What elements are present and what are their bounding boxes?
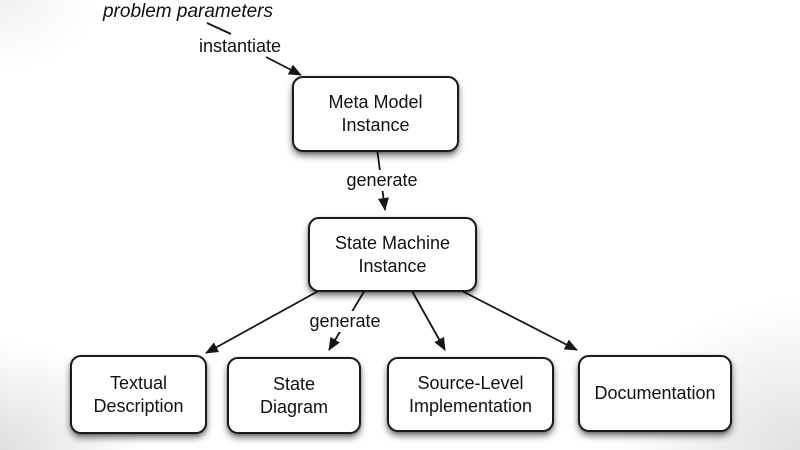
connector-problem-to-instantiate: [206, 22, 232, 35]
node-meta-model-line1: Meta Model: [328, 92, 423, 112]
problem-parameters-label: problem parameters: [102, 1, 274, 22]
node-textual-line1: Textual: [109, 372, 168, 393]
edge-instantiate-arrow: [265, 56, 302, 76]
node-meta-model-line2: Instance: [341, 115, 410, 135]
node-source-level-line1: Source-Level: [417, 372, 524, 393]
generate-label-top: generate: [343, 170, 421, 191]
node-meta-model-instance: Meta Model Instance: [292, 76, 459, 152]
node-textual-description: Textual Description: [70, 355, 207, 434]
generate-label-bottom: generate: [306, 311, 384, 332]
edge-state-to-source-arrow: [411, 290, 446, 351]
node-textual-line2: Description: [93, 395, 184, 416]
node-state-diagram: State Diagram: [227, 357, 361, 434]
node-state-machine-line1: State Machine: [334, 232, 451, 253]
node-source-level-line2: Implementation: [408, 395, 533, 416]
node-documentation: Documentation: [578, 355, 732, 432]
node-state-diagram-line2: Diagram: [259, 396, 329, 417]
edge-state-to-textual-arrow: [205, 288, 323, 354]
edge-state-to-documentation-arrow: [461, 290, 578, 351]
node-state-machine-instance: State Machine Instance: [308, 217, 477, 292]
node-source-level-implementation: Source-Level Implementation: [387, 357, 554, 432]
node-state-diagram-line1: State: [272, 373, 316, 394]
instantiate-label: instantiate: [198, 36, 282, 56]
node-state-machine-line2: Instance: [358, 255, 427, 276]
node-documentation-line1: Documentation: [594, 383, 716, 403]
